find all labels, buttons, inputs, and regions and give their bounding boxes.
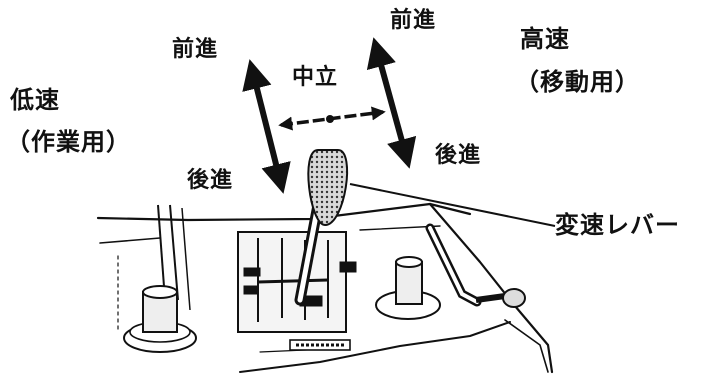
direction-arrows — [242, 37, 417, 194]
shift-lever-label: 変速レバー — [555, 211, 680, 239]
throttle-lever — [425, 223, 526, 308]
high-speed-use-label: （移動用） — [515, 68, 640, 96]
shift-lever — [294, 149, 349, 306]
shift-lever-leader-line — [349, 183, 556, 227]
reverse-right-label: 後進 — [435, 143, 482, 168]
forward-left-label: 前進 — [172, 37, 219, 62]
reverse-left-label: 後進 — [187, 168, 234, 193]
right-forward-reverse-arrow — [366, 37, 417, 169]
right-control-knob — [375, 256, 441, 320]
neutral-point — [326, 115, 334, 123]
high-speed-label: 高速 — [520, 25, 570, 53]
low-speed-label: 低速 — [10, 86, 60, 114]
shift-gate — [237, 231, 357, 351]
left-forward-reverse-arrow — [242, 59, 291, 194]
forward-right-label: 前進 — [390, 8, 437, 33]
left-control-knob — [123, 285, 197, 353]
neutral-label: 中立 — [292, 65, 339, 90]
low-speed-use-label: （作業用） — [6, 128, 131, 156]
left-rod — [157, 204, 191, 311]
